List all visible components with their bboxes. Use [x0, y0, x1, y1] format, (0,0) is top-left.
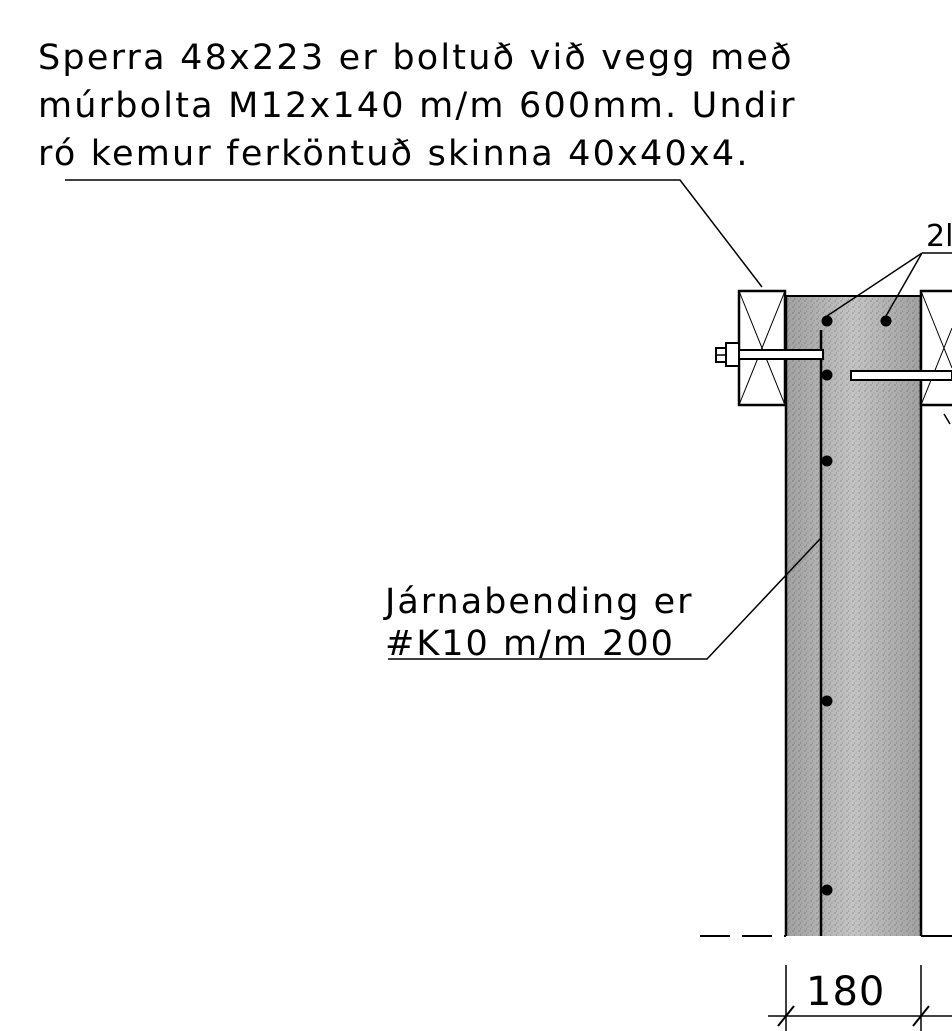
- rebar-dot: [880, 315, 892, 327]
- bolt-note-line3: ró kemur ferköntuð skinna 40x40x4.: [38, 134, 750, 174]
- rebar-leader: [388, 537, 822, 660]
- right-anchor-bolt: [850, 370, 952, 381]
- bolt-leader: [65, 179, 763, 288]
- rebar-dot: [821, 315, 833, 327]
- rebar-dot: [821, 884, 833, 896]
- right-rafter: [919, 289, 952, 407]
- bolt-note-line1: Sperra 48x223 er boltuð við vegg með: [38, 38, 794, 78]
- rebar-dot: [821, 369, 833, 381]
- rebar-note-line1: Járnabending er: [383, 582, 694, 622]
- dimension-label: 180: [806, 969, 885, 1015]
- rebar-dot: [821, 455, 833, 467]
- rebar-note-line2: #K10 m/m 200: [385, 624, 675, 664]
- rebar-annotation: Járnabending er #K10 m/m 200: [383, 582, 694, 664]
- bolt-annotation: Sperra 48x223 er boltuð við vegg með múr…: [38, 38, 797, 174]
- rebar-dots: [821, 315, 892, 896]
- dimension-180: [768, 965, 952, 1031]
- left-anchor-bolt: [715, 342, 824, 367]
- bolt-note-line2: múrbolta M12x140 m/m 600mm. Undir: [38, 86, 797, 126]
- concrete-wall: [784, 295, 923, 936]
- cut-label-leaders: [826, 252, 952, 317]
- cut-label: 2l: [926, 219, 952, 254]
- left-rafter: [737, 289, 787, 407]
- rebar-dot: [821, 695, 833, 707]
